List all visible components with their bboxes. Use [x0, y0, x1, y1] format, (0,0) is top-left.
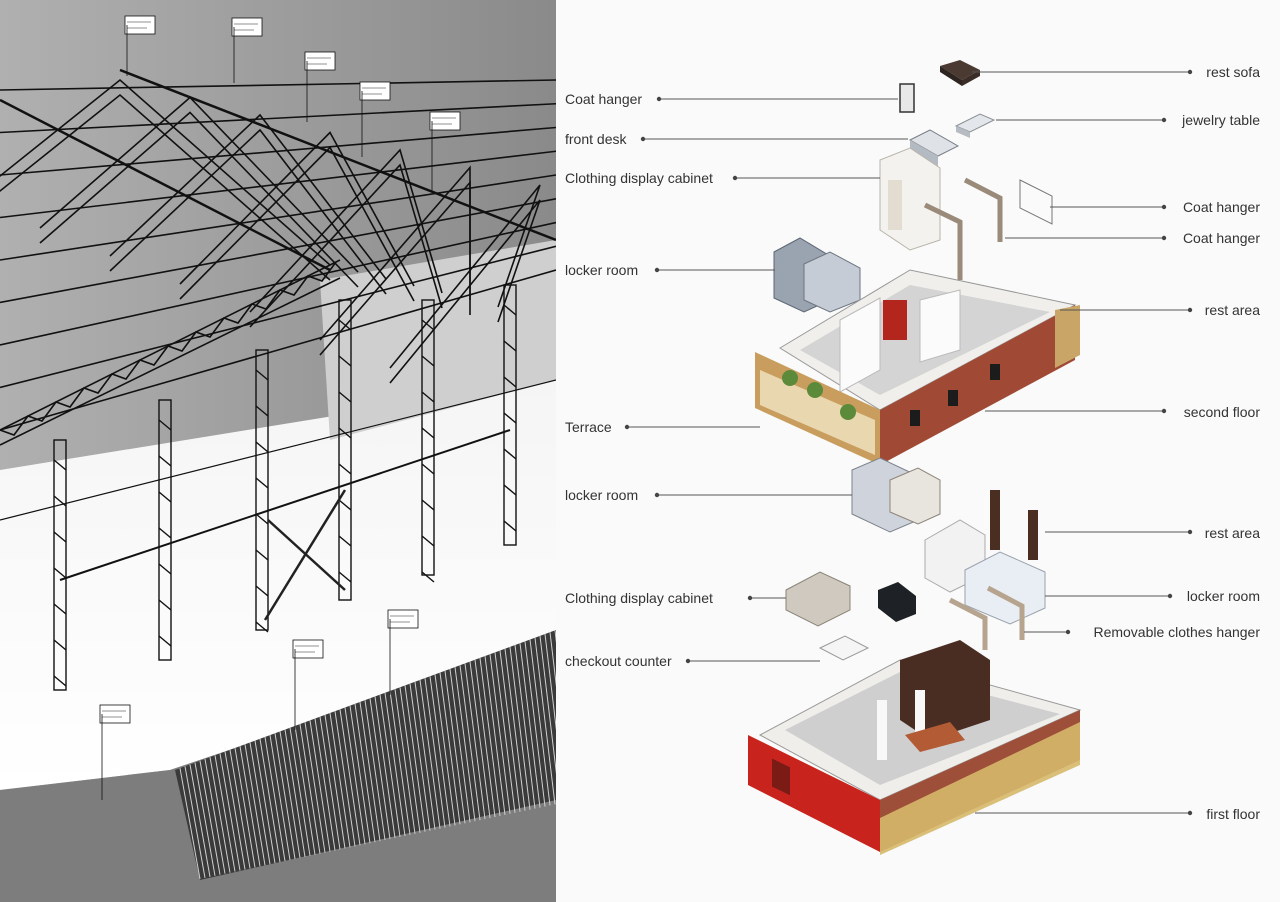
- locker-room-top-model: [773, 237, 861, 313]
- removable-clothes-hanger-model: [948, 585, 1025, 650]
- label-rest-area-bottom: rest area: [1204, 525, 1260, 541]
- label-rest-area-top: rest area: [1204, 302, 1260, 318]
- steel-structure-drawing: [0, 0, 556, 902]
- steel-columns: [0, 284, 556, 691]
- label-clothing-display-cabinet-top: Clothing display cabinet: [565, 170, 713, 186]
- rest-sofa-model: [940, 60, 980, 86]
- label-jewelry-table: jewelry table: [1182, 112, 1260, 128]
- label-front-desk: front desk: [565, 131, 627, 147]
- cross-bracing: [263, 489, 347, 621]
- label-locker-room-top: locker room: [565, 262, 639, 278]
- jewelry-table-model: [954, 113, 996, 138]
- label-terrace: Terrace: [565, 419, 612, 435]
- ground-plane: [0, 380, 556, 790]
- label-coat-hanger-top: Coat hanger: [565, 91, 643, 107]
- label-second-floor: second floor: [1183, 404, 1260, 420]
- leader-lines: [624, 69, 1193, 816]
- front-desk-model: [908, 129, 960, 166]
- coat-hanger-rack-model: [1019, 179, 1053, 225]
- gable-wall: [320, 240, 556, 440]
- coat-hanger-top-model: [899, 83, 915, 113]
- label-locker-room-right: locker room: [1186, 588, 1260, 604]
- label-rest-sofa: rest sofa: [1206, 64, 1260, 80]
- label-locker-room-mid: locker room: [565, 487, 639, 503]
- label-first-floor: first floor: [1206, 806, 1260, 822]
- label-removable-clothes-hanger: Removable clothes hanger: [1093, 624, 1260, 640]
- label-checkout-counter: checkout counter: [565, 653, 672, 669]
- label-clothing-display-cabinet-bottom: Clothing display cabinet: [565, 590, 713, 606]
- first-floor-model: [748, 640, 1082, 855]
- second-floor-model: [755, 269, 1080, 465]
- label-coat-hanger-right-2: Coat hanger: [1182, 230, 1260, 246]
- corrugated-cladding: [175, 630, 556, 880]
- clothing-display-cabinet-model: [879, 147, 941, 251]
- exploded-axonometric-drawing: [556, 0, 1280, 902]
- coat-hanger-frame-models: [923, 177, 1003, 280]
- checkout-counter-model: [818, 635, 870, 661]
- locker-room-mid-model: [851, 457, 941, 533]
- clothing-display-cabinet-bottom-model: [785, 571, 916, 627]
- label-coat-hanger-right-1: Coat hanger: [1182, 199, 1260, 215]
- drawing-callouts: [99, 15, 461, 800]
- roof-truss: [0, 68, 556, 446]
